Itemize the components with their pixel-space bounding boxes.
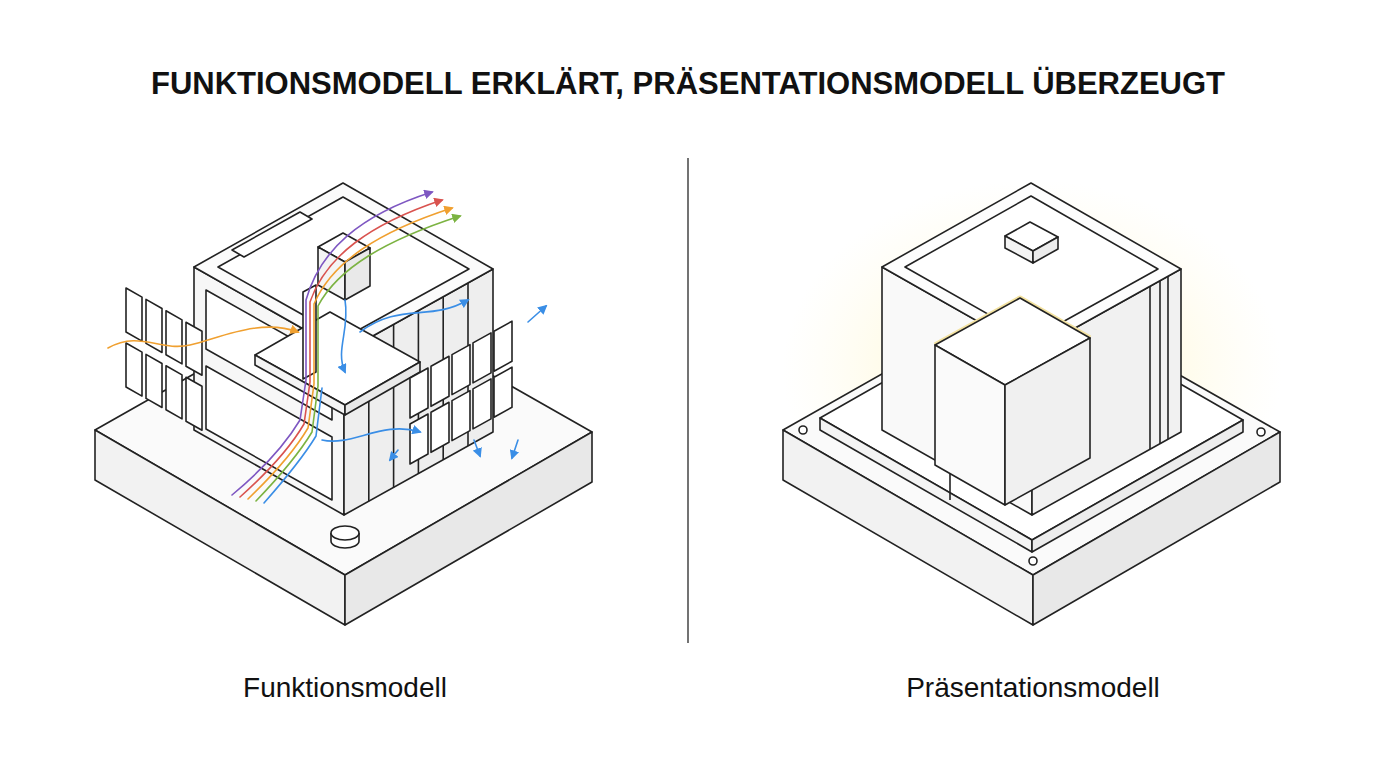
- base-dot: [799, 426, 807, 434]
- solar-panel: [146, 354, 162, 407]
- solar-panel: [452, 391, 470, 441]
- floor-slab: [255, 355, 345, 415]
- flow-arrow: [240, 200, 442, 497]
- base-dot: [1257, 428, 1265, 436]
- solar-panels: [126, 288, 512, 464]
- flow-arrow: [322, 429, 420, 441]
- glow-edge: [935, 298, 1090, 505]
- solar-panel: [166, 366, 182, 419]
- base-top: [783, 290, 1280, 575]
- solar-panel: [431, 356, 449, 406]
- solar-panel: [494, 321, 512, 371]
- solar-panel: [494, 367, 512, 417]
- flow-arrow: [264, 388, 322, 503]
- solar-panel: [410, 368, 428, 418]
- flow-arrow: [474, 440, 480, 456]
- solar-panel: [126, 343, 142, 396]
- flow-arrow: [256, 216, 460, 501]
- floor-slab: [345, 362, 420, 415]
- front-block: [1005, 338, 1090, 505]
- diagram-title: FUNKTIONSMODELL ERKLÄRT, PRÄSENTATIONSMO…: [151, 66, 1225, 102]
- sensor-puck: [331, 526, 359, 540]
- solar-panel: [473, 333, 491, 383]
- flow-arrow: [390, 450, 398, 460]
- flow-arrow: [341, 300, 346, 372]
- flow-arrow: [108, 327, 298, 348]
- solar-panel: [186, 322, 202, 375]
- solar-panel: [431, 402, 449, 452]
- roof-opening: [232, 212, 312, 257]
- facade-line: [1167, 276, 1169, 439]
- roof-box: [1033, 237, 1058, 263]
- solar-panel: [186, 377, 202, 430]
- base-dot: [1029, 557, 1037, 565]
- roof-box: [345, 248, 370, 300]
- solar-panel: [410, 414, 428, 464]
- divider-line: [687, 158, 689, 643]
- roof-box: [1005, 236, 1033, 263]
- flow-arrow: [512, 440, 518, 458]
- flow-arrow: [360, 300, 468, 332]
- flow-arrows: [108, 192, 546, 503]
- solar-panel: [126, 288, 142, 341]
- facade-line: [1149, 286, 1151, 449]
- presentation-model: [783, 183, 1280, 625]
- facade-line: [1159, 281, 1161, 444]
- flow-arrow: [248, 208, 452, 499]
- roof-parapet: [218, 197, 469, 338]
- caption-label: Präsentationsmodell: [906, 672, 1160, 704]
- solar-panel: [452, 345, 470, 395]
- solar-panel: [166, 311, 182, 364]
- diagram-title-row: FUNKTIONSMODELL ERKLÄRT, PRÄSENTATIONSMO…: [0, 66, 1376, 102]
- flow-arrow: [528, 306, 546, 322]
- caption-label: Funktionsmodell: [243, 672, 447, 704]
- floor-slab: [255, 312, 420, 405]
- solar-panel: [473, 379, 491, 429]
- function-model: [95, 183, 592, 625]
- front-block: [935, 345, 1005, 505]
